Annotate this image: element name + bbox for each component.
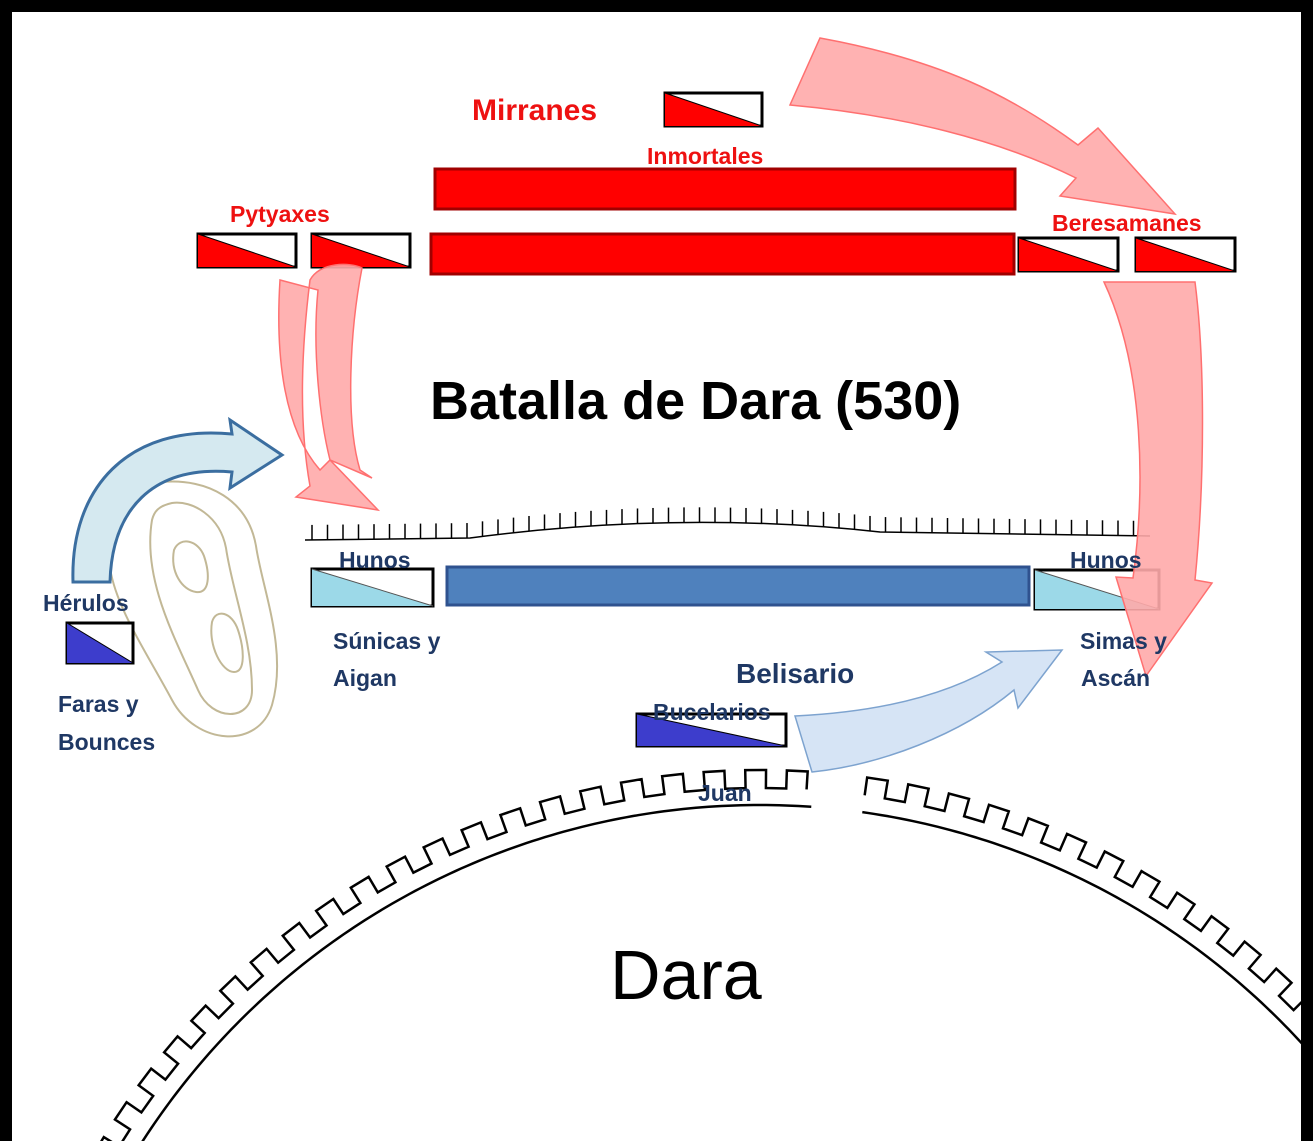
byzantine-left-huns-unit-icon [310, 567, 435, 608]
persian-left-wing-label: Pytyaxes [230, 201, 330, 227]
byzantine-left-huns-leaders-line-1: Súnicas y [333, 628, 441, 654]
persian-right-wing-label: Beresamanes [1052, 210, 1202, 236]
byzantine-bucellarii-unit-icon [635, 712, 788, 748]
byzantine-heruli-label: Hérulos [43, 590, 129, 616]
byzantine-left-huns-label: Hunos [339, 547, 411, 573]
byzantine-infantry-line [445, 565, 1031, 607]
wall-inner-line-icon [141, 803, 1301, 1141]
byzantine-heruli-leaders-line-1: Faras y [58, 691, 139, 717]
byzantine-right-huns-leaders-line-1: Simas y [1080, 628, 1167, 654]
hill-contour-top-a [172, 540, 209, 594]
map-title: Batalla de Dara (530) [430, 371, 962, 431]
byzantine-bucellarii-leader-label: Juan [698, 780, 752, 806]
persian-right-wing-unit-2-icon [1134, 236, 1237, 273]
persian-immortals-unit-icon [663, 91, 764, 128]
byzantine-right-huns-leaders-line-2: Ascán [1081, 665, 1151, 691]
persian-infantry-line-front [433, 167, 1017, 211]
trench-main-line [304, 521, 1151, 541]
wall-crenellation-icon [100, 768, 1301, 1141]
bucellarii-flank-arrow-icon [794, 649, 1064, 773]
byzantine-heruli-leaders-line-2: Bounces [58, 729, 156, 755]
persian-left-wing-arrow-icon [278, 263, 381, 512]
persian-infantry-line-rear [429, 232, 1016, 276]
persian-right-wing-arrow-icon [1102, 281, 1214, 678]
persian-left-wing-unit-1-icon [196, 232, 298, 269]
byzantine-commander-label: Belisario [736, 658, 855, 689]
heruli-flank-arrow-icon [71, 416, 285, 584]
byzantine-bucellarii-label: Bucelarios [653, 699, 771, 725]
byzantine-right-huns-label: Hunos [1070, 547, 1142, 573]
byzantine-heruli-unit-icon [65, 621, 135, 665]
persian-immortals-label: Inmortales [647, 143, 764, 169]
persian-left-wing-unit-2-icon [310, 232, 412, 269]
persian-right-wing-unit-1-icon [1017, 236, 1120, 273]
trench-icon [304, 507, 1151, 541]
hill-contour-middle [149, 501, 254, 715]
persian-commander-label: Mirranes [472, 94, 598, 127]
city-walls [100, 768, 1301, 1141]
byzantine-left-huns-leaders-line-2: Aigan [333, 665, 397, 691]
hill-contour-top-b [210, 612, 244, 674]
city-label: Dara [610, 936, 762, 1014]
persian-flank-arrow-top-icon [788, 37, 1177, 216]
